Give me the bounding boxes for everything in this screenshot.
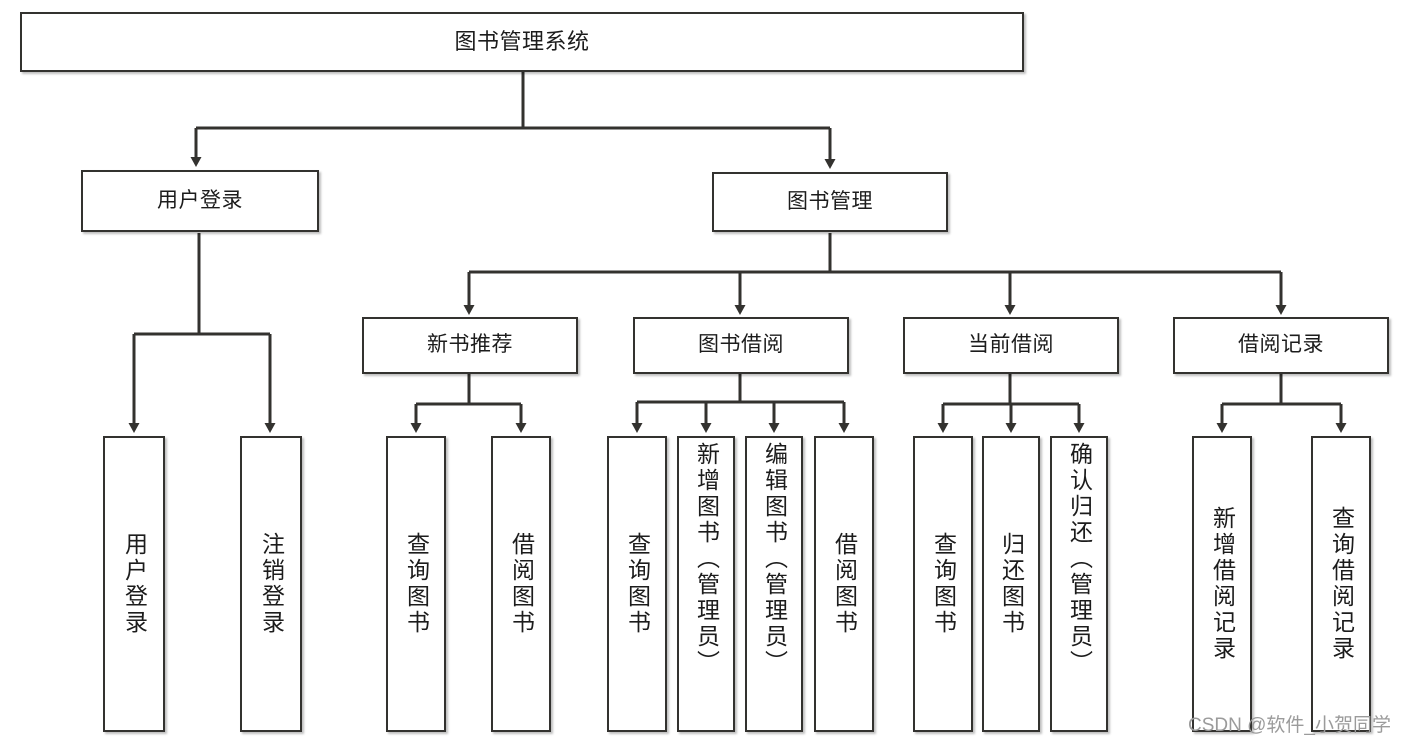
node-user-login[interactable]: 用户登录 (81, 170, 319, 232)
node-label: 查询图书 (624, 532, 651, 636)
leaf-user-login[interactable]: 用户登录 (103, 436, 165, 732)
node-label: 借阅记录 (1238, 333, 1324, 357)
leaf-edit-book-admin[interactable]: 编辑图书（管理员） (745, 436, 803, 732)
node-label: 图书管理系统 (454, 29, 590, 55)
node-book-management-system[interactable]: 图书管理系统 (20, 12, 1024, 72)
node-label: 归还图书 (998, 532, 1025, 636)
leaf-query-book-recommend[interactable]: 查询图书 (386, 436, 446, 732)
leaf-confirm-return-admin[interactable]: 确认归还（管理员） (1050, 436, 1108, 732)
node-book-management[interactable]: 图书管理 (712, 172, 948, 232)
node-label: 新书推荐 (427, 333, 513, 357)
node-borrow-record[interactable]: 借阅记录 (1173, 317, 1389, 374)
leaf-query-borrow-record[interactable]: 查询借阅记录 (1311, 436, 1371, 732)
node-label: 图书借阅 (698, 333, 784, 357)
node-label: 用户登录 (121, 532, 148, 636)
node-label: 查询借阅记录 (1328, 506, 1355, 662)
watermark-text: CSDN @软件_小贺同学 (1188, 715, 1391, 736)
node-book-borrow[interactable]: 图书借阅 (633, 317, 849, 374)
node-label: 注销登录 (258, 532, 285, 636)
leaf-query-book-current[interactable]: 查询图书 (913, 436, 973, 732)
node-current-borrow[interactable]: 当前借阅 (903, 317, 1119, 374)
leaf-add-borrow-record[interactable]: 新增借阅记录 (1192, 436, 1252, 732)
leaf-borrow-book-recommend[interactable]: 借阅图书 (491, 436, 551, 732)
node-label: 确认归还（管理员） (1066, 442, 1093, 676)
node-label: 当前借阅 (968, 333, 1054, 357)
node-label: 查询图书 (930, 532, 957, 636)
node-label: 编辑图书（管理员） (761, 442, 788, 676)
node-label: 用户登录 (157, 188, 243, 212)
node-label: 查询图书 (403, 532, 430, 636)
node-new-book-recommend[interactable]: 新书推荐 (362, 317, 578, 374)
leaf-logout-login[interactable]: 注销登录 (240, 436, 302, 732)
node-label: 新增借阅记录 (1209, 506, 1236, 662)
node-label: 借阅图书 (508, 532, 535, 636)
node-label: 借阅图书 (831, 532, 858, 636)
node-label: 新增图书（管理员） (693, 442, 720, 676)
node-label: 图书管理 (787, 189, 873, 213)
leaf-return-book[interactable]: 归还图书 (982, 436, 1040, 732)
leaf-query-book-borrow[interactable]: 查询图书 (607, 436, 667, 732)
leaf-borrow-book[interactable]: 借阅图书 (814, 436, 874, 732)
leaf-add-book-admin[interactable]: 新增图书（管理员） (677, 436, 735, 732)
